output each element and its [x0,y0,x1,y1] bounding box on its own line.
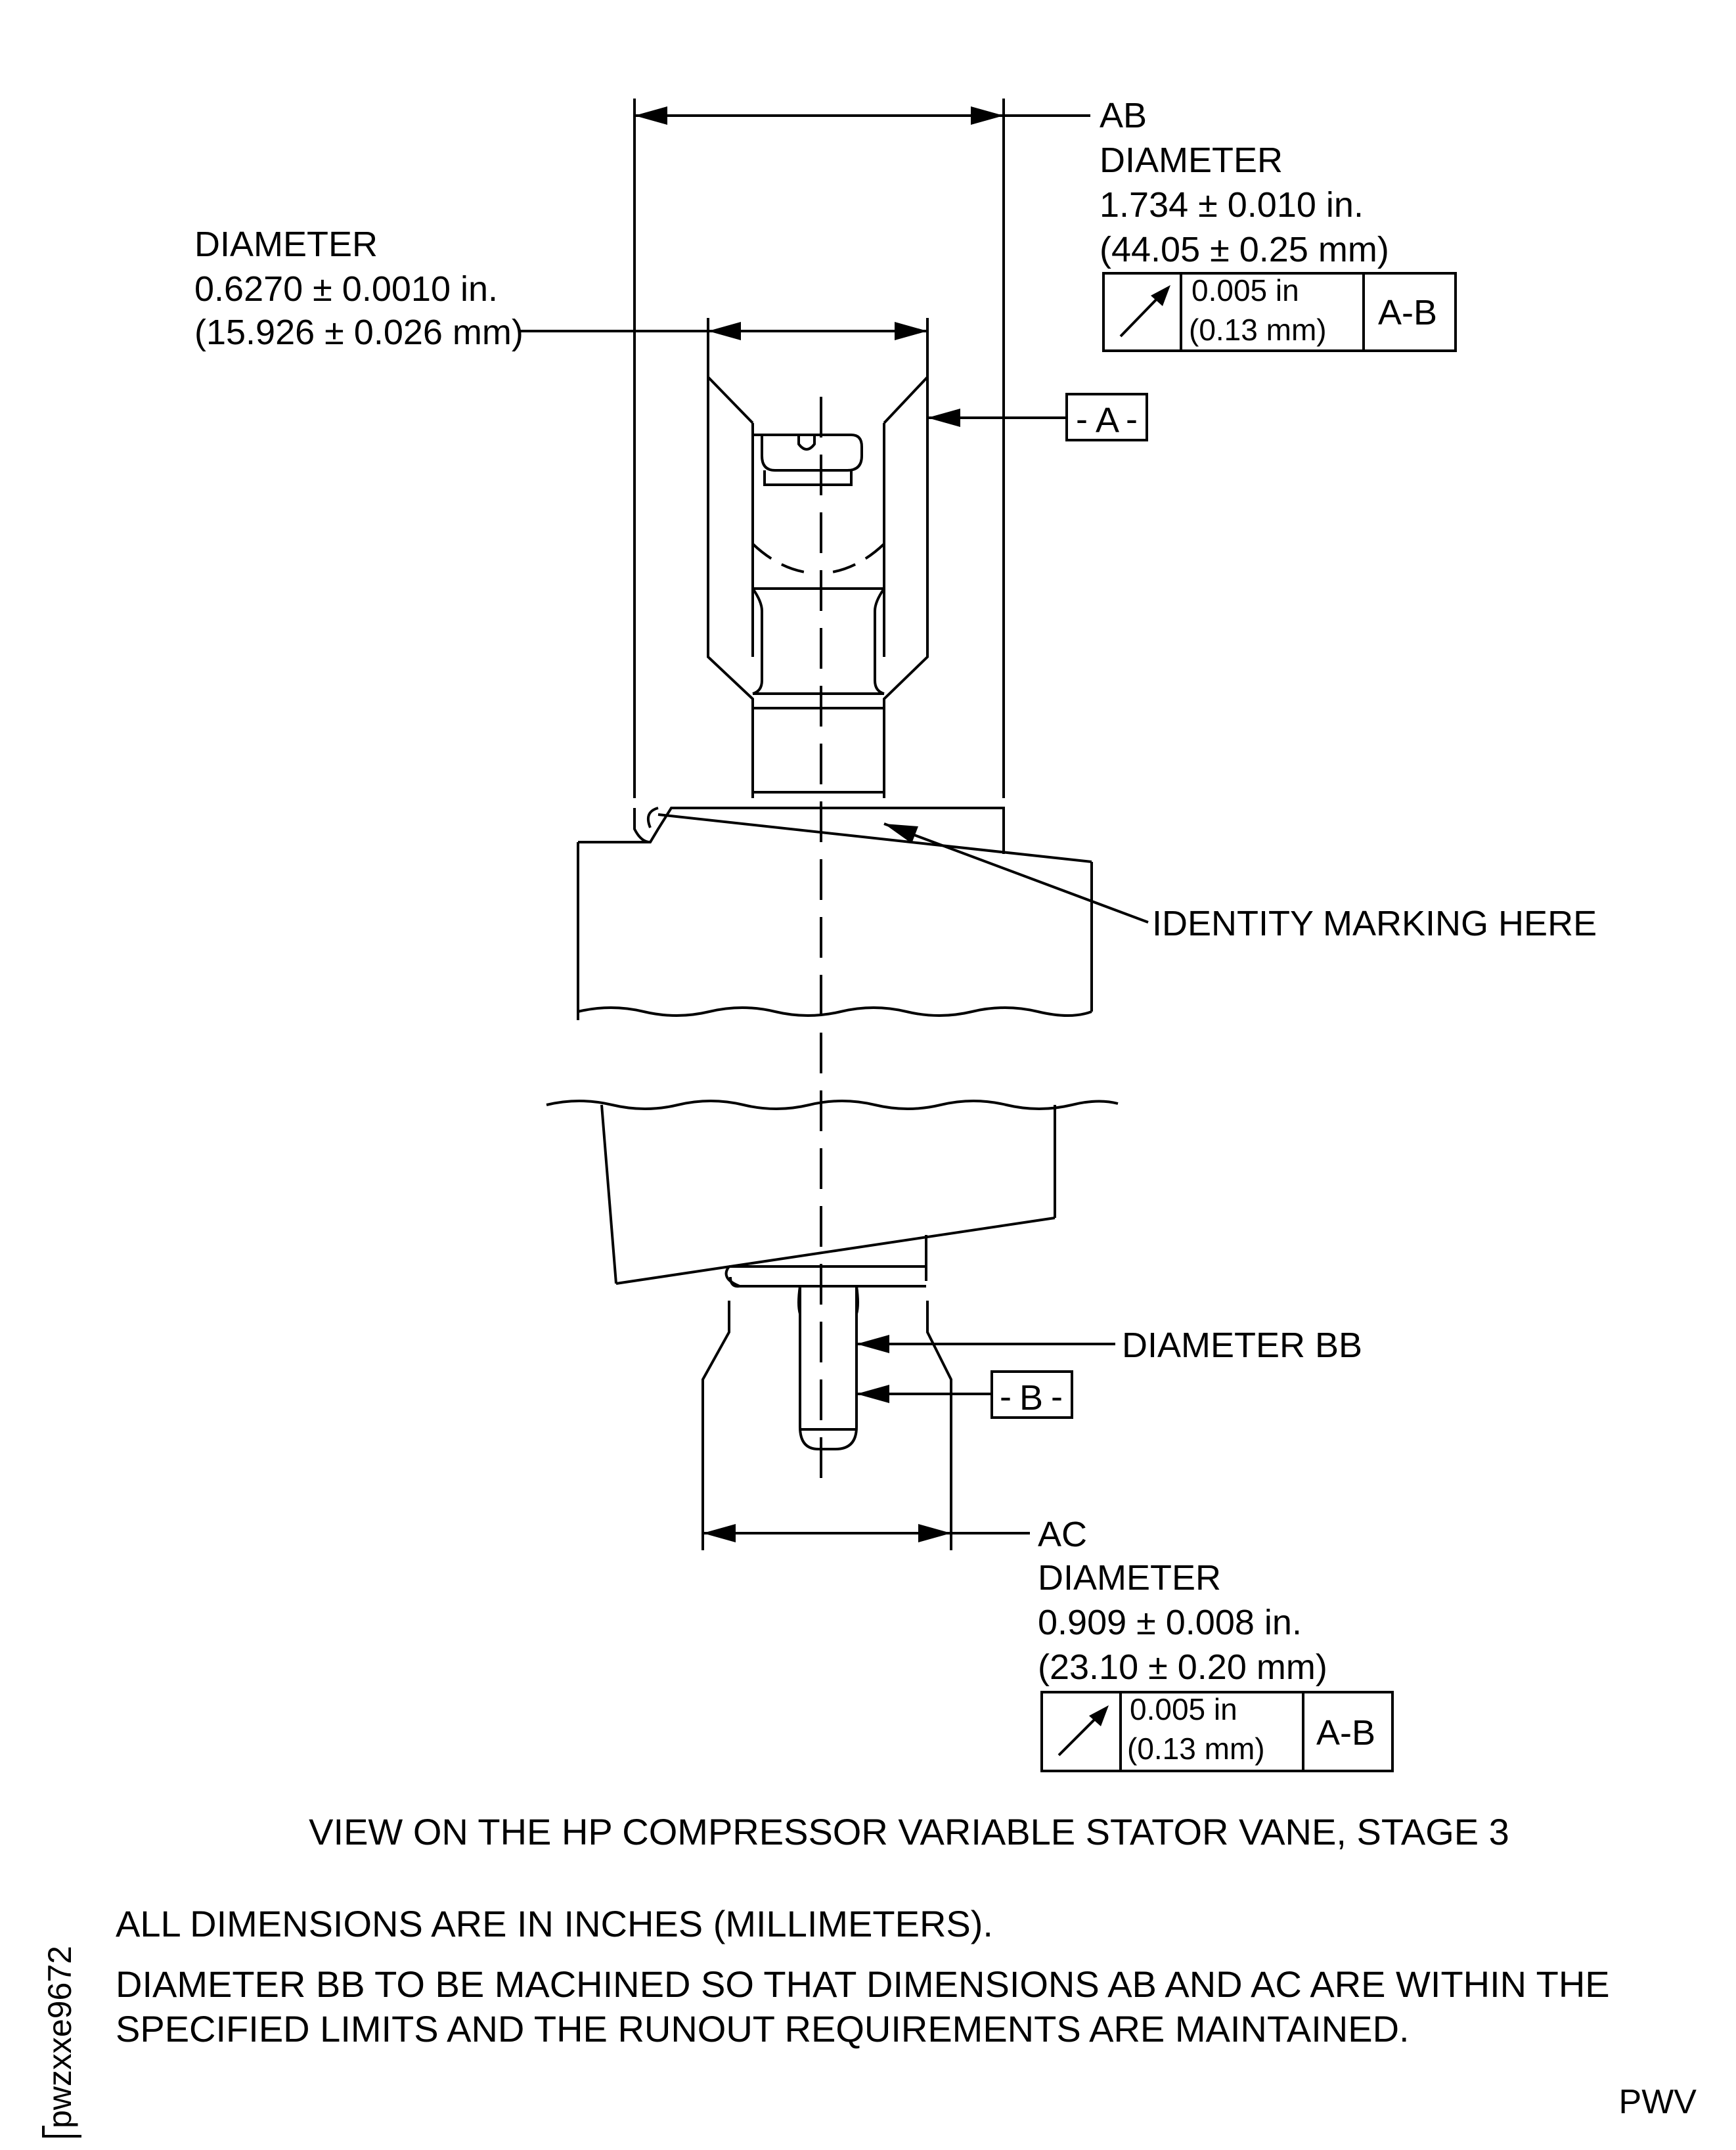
datum-a-letter: A [1096,401,1119,440]
figure-id-text: pwzxxe9672 [41,1946,78,2128]
datum-b-letter: B [1019,1378,1043,1418]
ab-feature-control-frame [1102,272,1457,352]
dimension-ab [633,99,1090,798]
ab-name: DIAMETER [1100,141,1283,180]
datum-a-dash-right: - [1126,399,1138,439]
ac-name: DIAMETER [1038,1558,1221,1598]
identity-marking-label: IDENTITY MARKING HERE [1152,904,1597,943]
diameter-bb-leader [857,1335,1115,1353]
identity-marking-leader [883,822,1149,924]
runout-arrow-icon [1057,1705,1109,1757]
shaft-mm: (15.926 ± 0.026 mm) [194,313,523,352]
figure-caption: VIEW ON THE HP COMPRESSOR VARIABLE STATO… [309,1811,1509,1852]
ac-fcf-tol-mm: (0.13 mm) [1127,1732,1265,1766]
upper-trunnion [707,376,929,798]
note-2-line-1: DIAMETER BB TO BE MACHINED SO THAT DIMEN… [116,1963,1610,2005]
vane-platform [546,807,1119,1288]
ab-fcf-tol-mm: (0.13 mm) [1189,313,1327,347]
datum-b-dash-left: - [1000,1377,1012,1416]
footer-code: PWV [1618,2083,1697,2121]
ab-fcf-datum: A-B [1378,293,1437,332]
shaft-name: DIAMETER [194,225,378,264]
datum-a-dash-left: - [1076,399,1088,439]
figure-id-bracket [42,2126,81,2138]
dimension-ac [703,1524,1030,1542]
shaft-inch: 0.6270 ± 0.0010 in. [194,269,498,309]
diameter-bb-label: DIAMETER BB [1122,1326,1362,1365]
ab-inch: 1.734 ± 0.010 in. [1100,185,1364,225]
note-2-line-2: SPECIFIED LIMITS AND THE RUNOUT REQUIREM… [116,2008,1410,2049]
ac-fcf-tol-in: 0.005 in [1130,1692,1237,1726]
figure-id: pwzxxe9672 [37,1892,83,2138]
ab-arrow-right [971,106,1004,125]
dimension-shaft [519,318,929,394]
ab-mm: (44.05 ± 0.25 mm) [1100,230,1389,269]
ab-arrow-left [634,106,667,125]
datum-b-dash-right: - [1051,1377,1063,1416]
ac-mm: (23.10 ± 0.20 mm) [1038,1647,1327,1687]
ab-code: AB [1100,96,1147,135]
datum-b-callout [857,1370,1073,1419]
ac-inch: 0.909 ± 0.008 in. [1038,1603,1302,1642]
ac-fcf-datum: A-B [1316,1713,1375,1753]
ac-feature-control-frame [1040,1691,1394,1772]
ac-code: AC [1038,1515,1087,1554]
lower-trunnion [701,1286,952,1550]
ab-fcf-tol-in: 0.005 in [1191,273,1299,307]
datum-a-callout [927,393,1148,441]
note-1: ALL DIMENSIONS ARE IN INCHES (MILLIMETER… [116,1903,993,1944]
runout-arrow-icon [1119,285,1170,338]
